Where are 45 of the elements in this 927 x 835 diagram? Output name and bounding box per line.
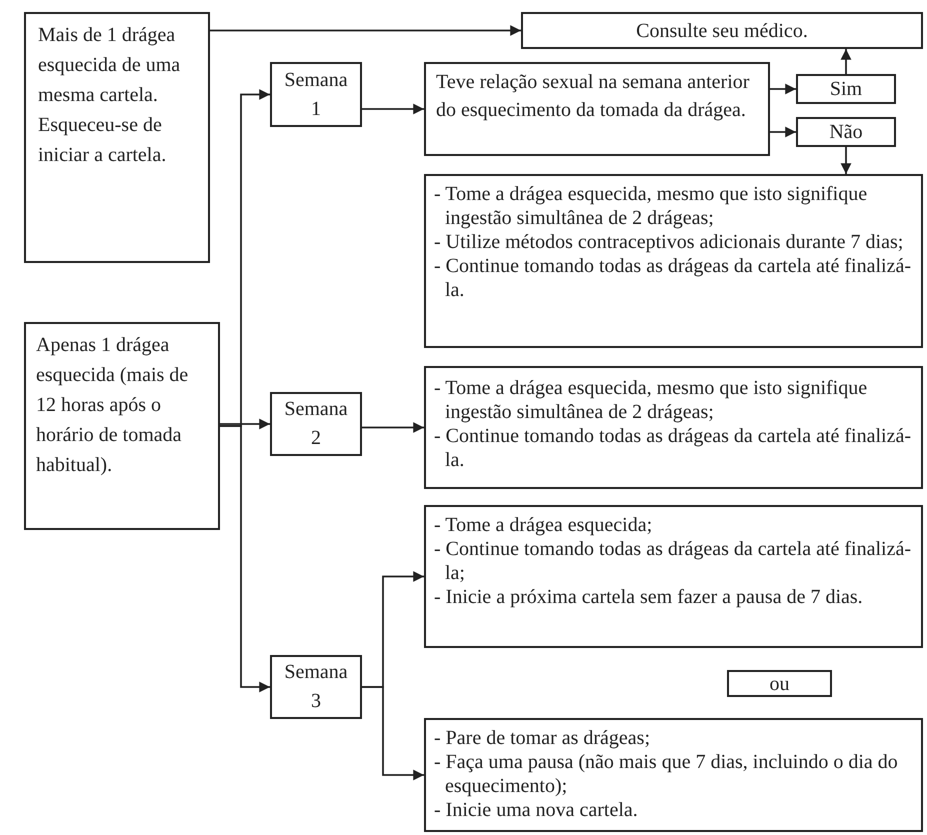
condition-text: Mais de 1 drágea esquecida de uma mesma cartela. Esqueceu-se de iniciar a cartela. (38, 23, 182, 168)
answer-box (796, 117, 896, 147)
instruction-box (424, 718, 923, 832)
instruction-text: - Continue tomando todas as drágeas da cartela até finalizá-la. (434, 424, 912, 472)
arrow (840, 147, 852, 174)
week-label: Semana 1 (283, 68, 349, 122)
action-text: Consulte seu médico. (635, 18, 809, 44)
instruction-text: - Tome a drágea esquecida; (434, 513, 654, 537)
instruction-box (424, 505, 923, 648)
or-label: ou (768, 672, 790, 694)
week-box (270, 62, 362, 127)
arrow (362, 422, 424, 433)
week-box (270, 392, 362, 456)
arrow (362, 104, 424, 114)
arrow (220, 418, 270, 430)
instruction-text: - Inicie a próxima cartela sem fazer a pausa de 7 dias. (434, 585, 864, 609)
or-box (727, 670, 832, 697)
instruction-text: - Tome a drágea esquecida, mesmo que isto signifique ingestão simultânea de 2 drágeas; (434, 182, 868, 230)
instruction-box (424, 174, 923, 348)
instruction-text: - Tome a drágea esquecida, mesmo que isto signifique ingestão simultânea de 2 drágeas; (434, 376, 868, 424)
arrow (220, 425, 270, 692)
week-label: Semana 3 (283, 660, 349, 714)
instruction-text: - Continue tomando todas as drágeas da cartela até finalizá-la. (434, 254, 912, 302)
condition-box (24, 322, 220, 530)
arrow (210, 25, 521, 36)
condition-text: Apenas 1 drágea esquecida (mais de 12 horas após o horário de tomada habitual). (36, 333, 190, 478)
condition-box (24, 12, 210, 263)
week-label: Semana 2 (283, 397, 349, 451)
week-box (270, 655, 362, 719)
arrow (840, 49, 852, 74)
answer-box (796, 74, 896, 104)
arrow (770, 126, 796, 138)
instruction-text: - Pare de tomar as drágeas; (434, 726, 652, 750)
answer-label: Sim (828, 77, 864, 102)
instruction-text: - Faça uma pausa (não mais que 7 dias, incluindo o dia do esquecimento); (434, 750, 899, 798)
instruction-box (424, 366, 923, 489)
instruction-text: - Utilize métodos contraceptivos adicionais durante 7 dias; (434, 230, 904, 254)
question-box (424, 62, 770, 156)
arrow (362, 686, 424, 780)
arrow (770, 84, 796, 94)
action-box (521, 12, 923, 49)
instruction-text: - Continue tomando todas as drágeas da cartela até finalizá-la; (434, 537, 912, 585)
answer-label: Não (828, 120, 864, 145)
instruction-text: - Inicie uma nova cartela. (434, 798, 639, 822)
question-text: Teve relação sexual na semana anterior do esquecimento da tomada da drágea. (436, 70, 750, 123)
